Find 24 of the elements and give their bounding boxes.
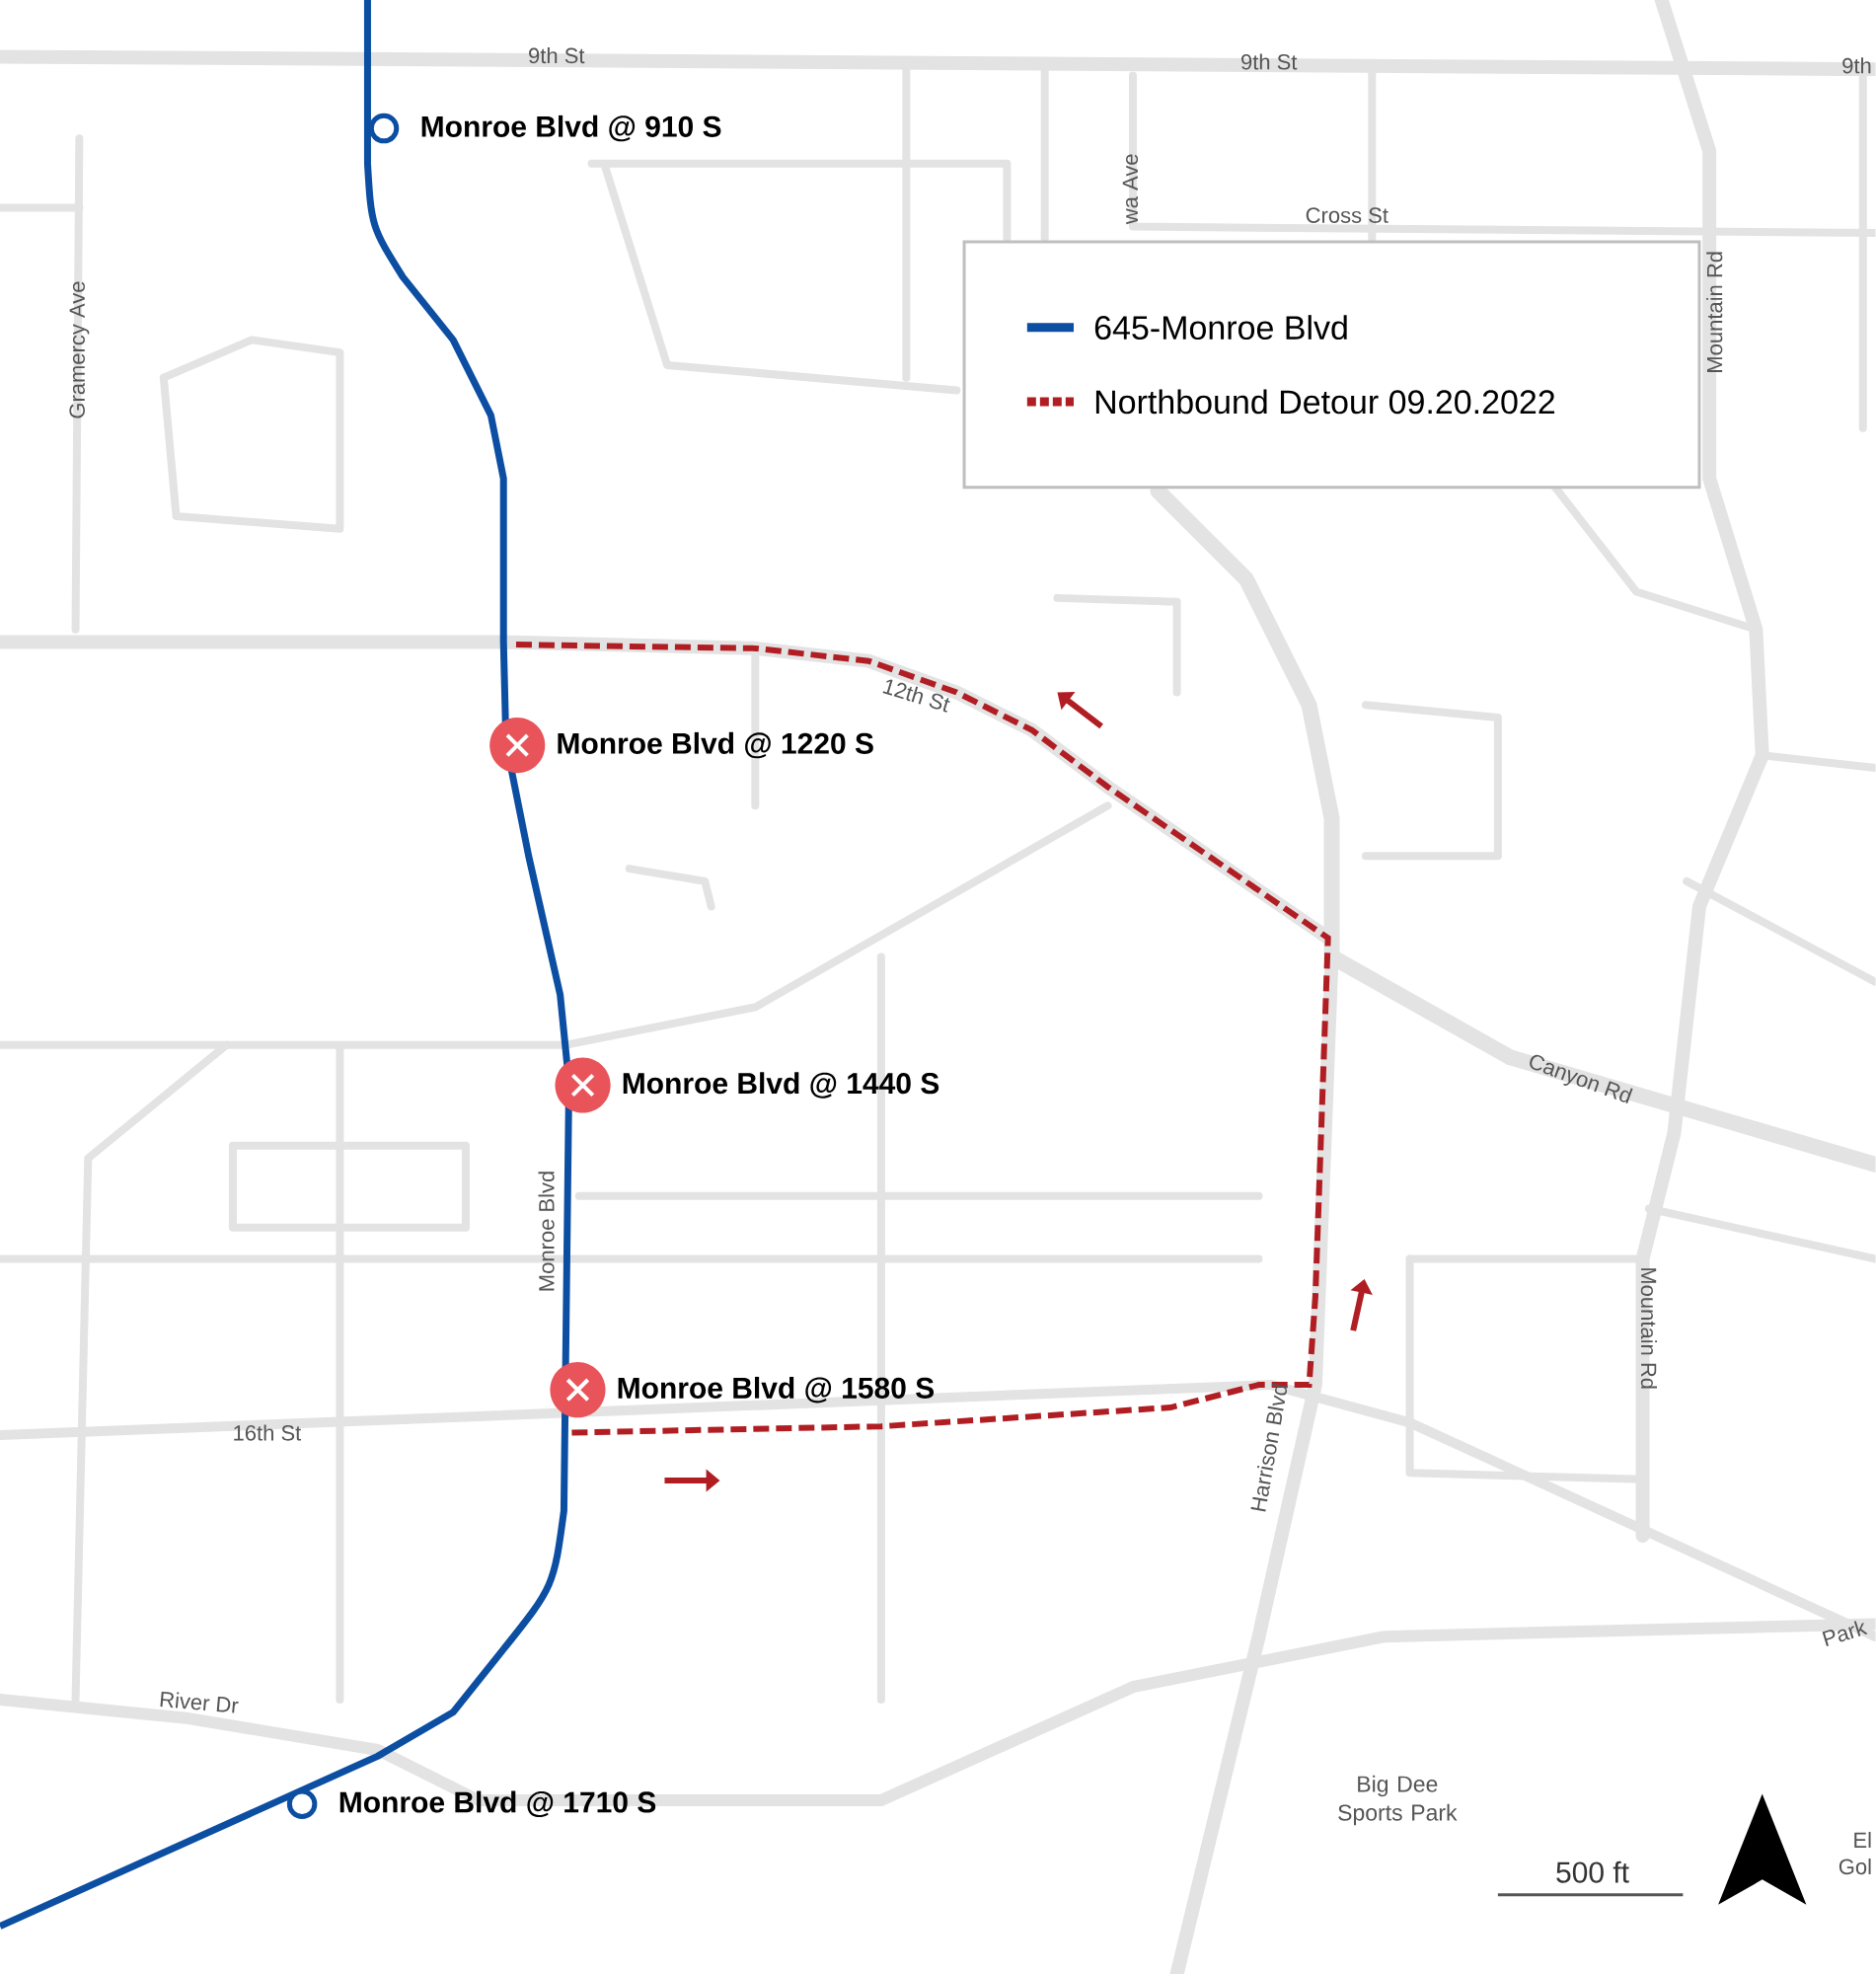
stop-label: Monroe Blvd @ 1220 S	[558, 731, 874, 759]
street-label: Mountain Rd	[1706, 252, 1723, 372]
place-label: El Gol	[1839, 1832, 1871, 1875]
street-label: Park	[1822, 1621, 1868, 1646]
stop-label: Monroe Blvd @ 910 S	[421, 114, 721, 142]
legend-label: 645-Monroe Blvd	[1095, 315, 1347, 341]
street-label: Monroe Blvd	[538, 1172, 555, 1291]
stop-label: Monroe Blvd @ 1440 S	[624, 1072, 939, 1099]
street-label: Cross St	[1307, 207, 1389, 223]
park-label: Big Dee Sports Park	[1338, 1775, 1458, 1826]
street-label: River Dr	[160, 1691, 239, 1713]
stop-label: Monroe Blvd @ 1580 S	[618, 1376, 935, 1404]
street-label: Gramercy Ave	[69, 281, 90, 418]
legend-label: Northbound Detour 09.20.2022	[1096, 389, 1555, 415]
street-label: wa Ave	[1123, 154, 1139, 225]
street-label: 9th St	[1241, 53, 1298, 70]
street-label: Mountain Rd	[1641, 1268, 1658, 1389]
street-label: 9th	[1842, 57, 1871, 74]
street-label: Harrison Blvd	[1250, 1383, 1288, 1512]
street-label: 12th St	[882, 679, 950, 713]
street-label: 9th St	[529, 47, 585, 64]
scale-label: 500 ft	[1556, 1860, 1630, 1883]
street-label: 16th St	[234, 1424, 302, 1441]
stop-label: Monroe Blvd @ 1710 S	[340, 1790, 656, 1818]
